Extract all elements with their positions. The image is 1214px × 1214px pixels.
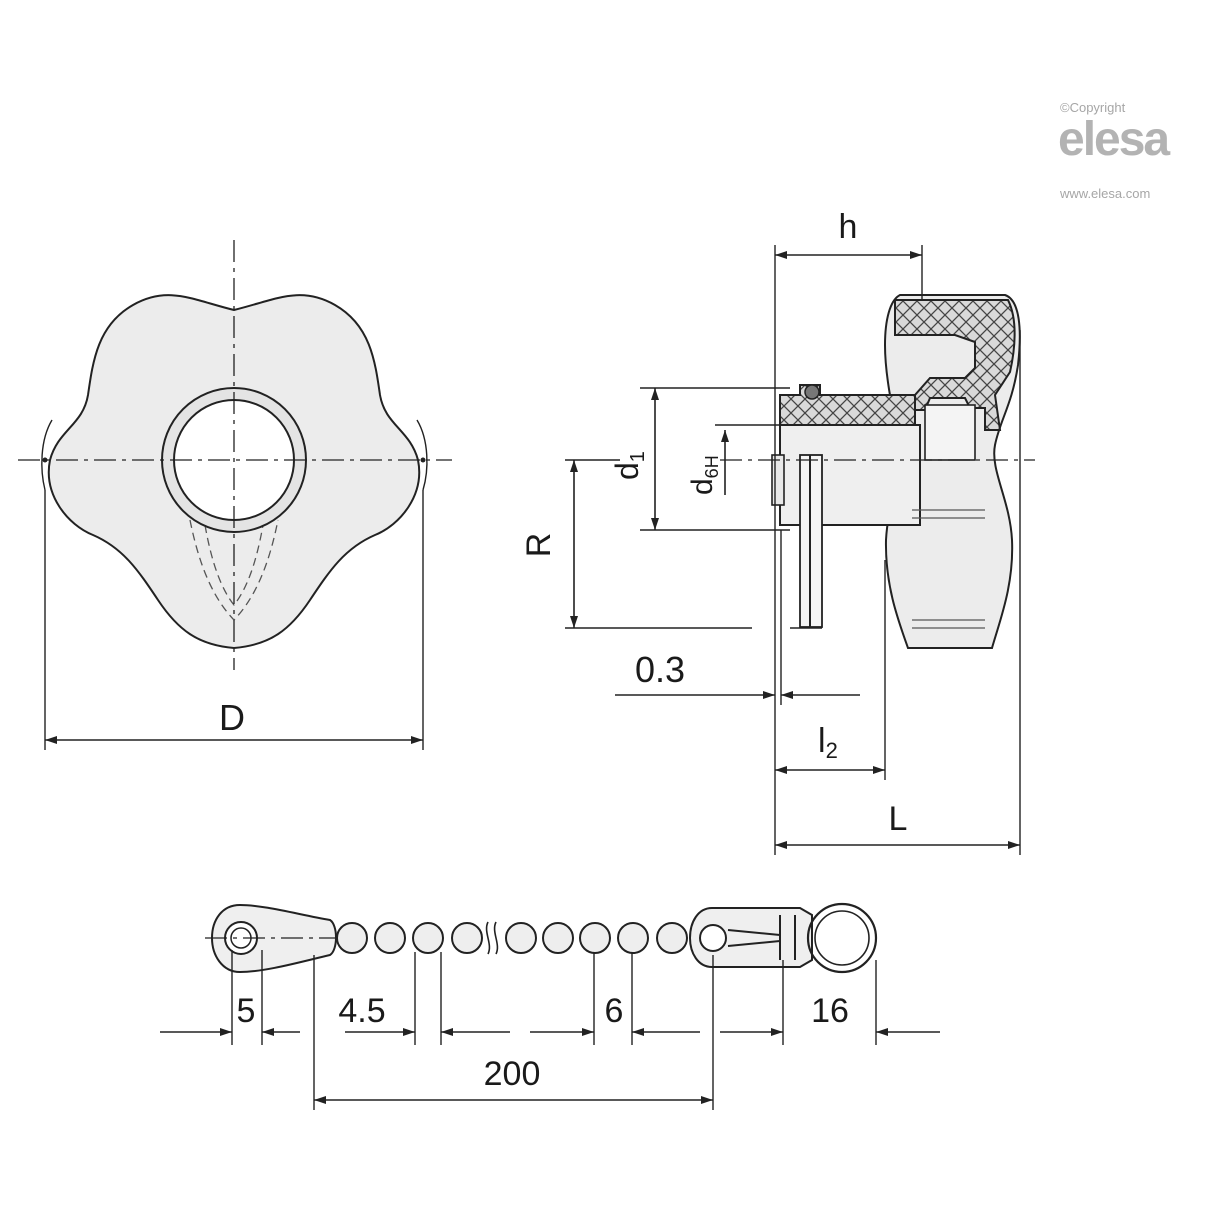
side-view: h d1 d6H R 0.3 l2 L: [520, 208, 1035, 855]
chain-ball: [451, 922, 483, 954]
chain-clip: [688, 907, 813, 968]
label-gap: 0.3: [635, 649, 685, 690]
label-200: 200: [484, 1055, 541, 1093]
chain-ball: [505, 922, 537, 954]
chain-ball: [542, 922, 574, 954]
chain-balls: [336, 922, 688, 954]
chain-view: 5 4.5 6 16 200: [160, 902, 940, 1110]
label-R: R: [520, 533, 558, 558]
label-h: h: [839, 208, 858, 246]
label-d6H: d6H: [686, 455, 722, 495]
label-5: 5: [237, 992, 256, 1030]
copyright-text: ©Copyright: [1060, 100, 1126, 115]
o-ring: [804, 384, 820, 400]
chain-ball: [617, 922, 649, 954]
chain-ball: [374, 922, 406, 954]
chain-ball: [412, 922, 444, 954]
label-d1-sub: 1: [627, 451, 649, 462]
label-16: 16: [811, 992, 849, 1030]
chain-ball: [579, 922, 611, 954]
label-l2-base: l: [818, 722, 826, 760]
label-d1-base: d: [609, 462, 645, 480]
label-l2: l2: [818, 722, 838, 763]
split-ring: [806, 902, 878, 974]
elesa-logo: elesa: [1058, 113, 1170, 166]
label-6: 6: [605, 992, 624, 1030]
knob-inner-cavity: [924, 404, 976, 461]
knob-section-hatch: [894, 299, 1016, 431]
label-D: D: [219, 697, 245, 738]
plug-flange: [771, 454, 785, 506]
label-l2-sub: 2: [826, 738, 838, 763]
label-d6H-sub: 6H: [702, 455, 722, 478]
website-text: www.elesa.com: [1060, 186, 1151, 201]
label-L: L: [889, 800, 908, 838]
label-4-5: 4.5: [338, 992, 385, 1030]
label-d6H-base: d: [686, 478, 719, 495]
chain-ball: [656, 922, 688, 954]
front-view: D: [18, 240, 452, 750]
label-d1: d1: [609, 451, 649, 480]
chain-ball: [336, 922, 368, 954]
